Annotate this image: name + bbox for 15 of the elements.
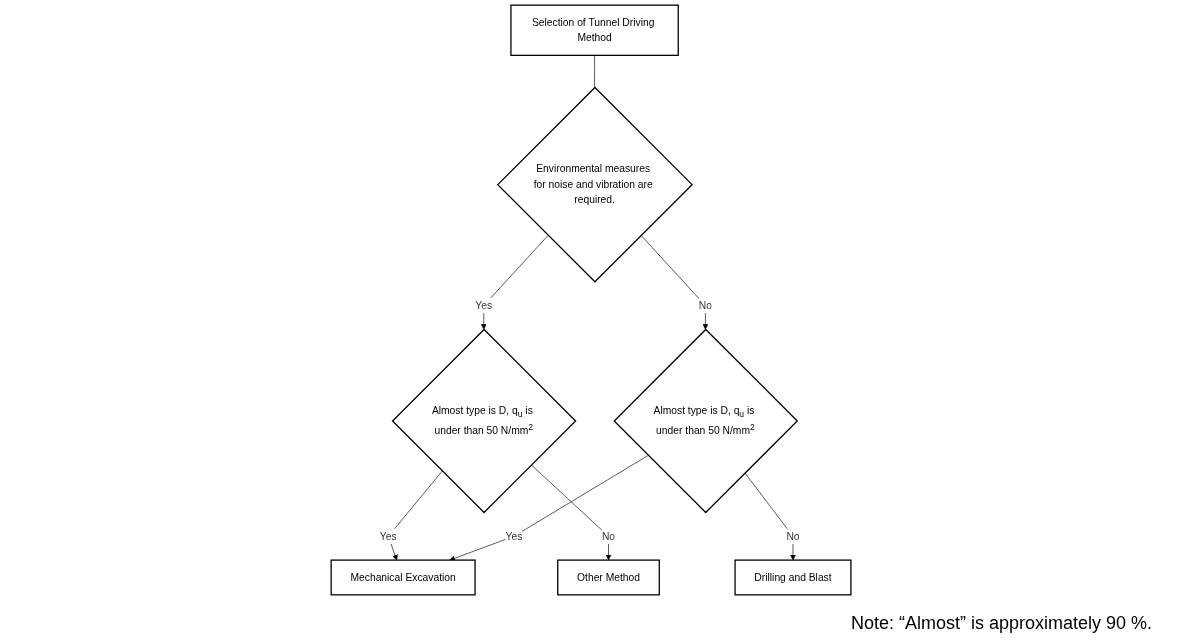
edge-label: Yes xyxy=(505,530,523,542)
node-diamond: Almost type is D, q$_{u}$ is under than 50 N/mm$^{2}$ xyxy=(613,328,799,514)
node-diamond: Almost type is D, q$_{u}$ is under than 50 N/mm$^{2}$ xyxy=(391,328,577,514)
edge-label: No xyxy=(601,530,616,542)
node-box: Drilling and Blast xyxy=(734,559,852,596)
edge-label: No xyxy=(698,299,712,311)
edge-label: Yes xyxy=(379,530,397,542)
node-box: Mechanical Excavation xyxy=(330,559,476,596)
edge-label: No xyxy=(786,530,800,542)
edge-label: Yes xyxy=(475,299,493,311)
node-box: Selection of Tunnel Driving Method xyxy=(510,4,679,56)
node-box: Other Method xyxy=(557,559,660,596)
footnote: Note: “Almost” is approximately 90 %. xyxy=(850,613,1152,634)
connector xyxy=(594,55,595,88)
node-diamond: Environmental measures for noise and vibration are required. xyxy=(496,86,693,283)
